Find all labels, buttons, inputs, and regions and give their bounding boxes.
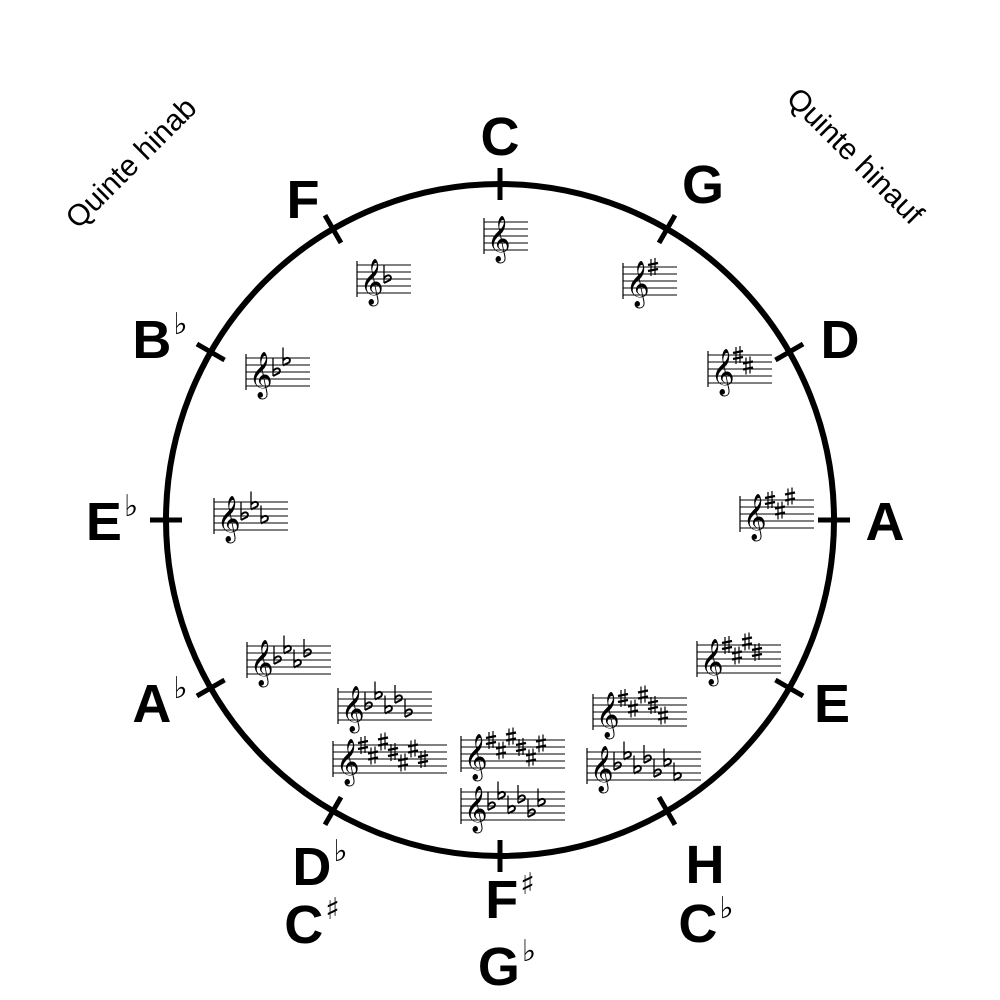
key-label-a: A: [866, 492, 905, 552]
key-label-e: E: [814, 674, 850, 734]
treble-clef-icon: 𝄞: [711, 349, 735, 397]
treble-clef-icon: 𝄞: [626, 261, 650, 309]
key-signature-f: 𝄞: [356, 259, 411, 307]
sharp-icon: ♯: [325, 892, 340, 927]
treble-clef-icon: 𝄞: [464, 786, 488, 834]
key-signatures: 𝄞𝄞𝄞𝄞𝄞𝄞𝄞𝄞𝄞𝄞𝄞𝄞𝄞𝄞𝄞: [213, 216, 814, 834]
key-signature-fis: 𝄞: [460, 727, 565, 782]
flat-icon: ♭: [719, 891, 733, 926]
treble-clef-icon: 𝄞: [217, 496, 241, 544]
tick-d: [774, 341, 805, 363]
tick-e: [774, 677, 805, 699]
tick-f: [322, 213, 344, 245]
treble-clef-icon: 𝄞: [596, 692, 620, 740]
treble-clef-icon: 𝄞: [487, 216, 511, 264]
key-signature-h: 𝄞: [592, 685, 687, 740]
treble-clef-icon: 𝄞: [743, 494, 767, 542]
key-signature-d: 𝄞: [707, 346, 772, 397]
key-signature-e: 𝄞: [696, 632, 781, 687]
key-signature-g: 𝄞: [622, 258, 677, 309]
flat-icon: ♭: [173, 307, 187, 342]
key-signature-es: 𝄞: [213, 491, 288, 544]
key-signature-h-alt: 𝄞: [586, 741, 701, 794]
key-label-c: C: [481, 107, 520, 167]
treble-clef-icon: 𝄞: [700, 639, 724, 687]
flat-icon: ♭: [333, 834, 347, 869]
flat-icon: ♭: [522, 934, 536, 969]
treble-clef-icon: 𝄞: [341, 686, 365, 734]
key-signature-a: 𝄞: [739, 487, 814, 542]
treble-clef-icon: 𝄞: [590, 746, 614, 794]
key-signature-des: 𝄞: [337, 681, 432, 734]
flat-icon: ♭: [124, 489, 138, 524]
treble-clef-icon: 𝄞: [250, 640, 274, 688]
key-label-b: B♭: [132, 307, 187, 370]
key-signature-c: 𝄞: [483, 216, 528, 264]
key-label-f: F: [287, 170, 320, 230]
sharp-icon: ♯: [520, 867, 535, 902]
tick-marks: [150, 168, 850, 872]
key-label-d: D: [821, 310, 860, 370]
key-signature-des-alt: 𝄞: [332, 732, 447, 787]
treble-clef-icon: 𝄞: [360, 259, 384, 307]
tick-des: [322, 795, 344, 827]
tick-h: [656, 795, 678, 827]
key-label-g: G: [682, 155, 724, 215]
tick-g: [656, 213, 678, 245]
flat-icon: ♭: [173, 671, 187, 706]
key-signature-as: 𝄞: [246, 635, 331, 688]
treble-clef-icon: 𝄞: [464, 734, 488, 782]
treble-clef-icon: 𝄞: [249, 352, 273, 400]
treble-clef-icon: 𝄞: [336, 739, 360, 787]
key-signature-b: 𝄞: [245, 347, 310, 400]
tick-b: [195, 341, 226, 363]
tick-as: [195, 677, 226, 699]
key-signature-fis-alt: 𝄞: [460, 781, 565, 834]
key-label-h: H: [686, 835, 725, 895]
